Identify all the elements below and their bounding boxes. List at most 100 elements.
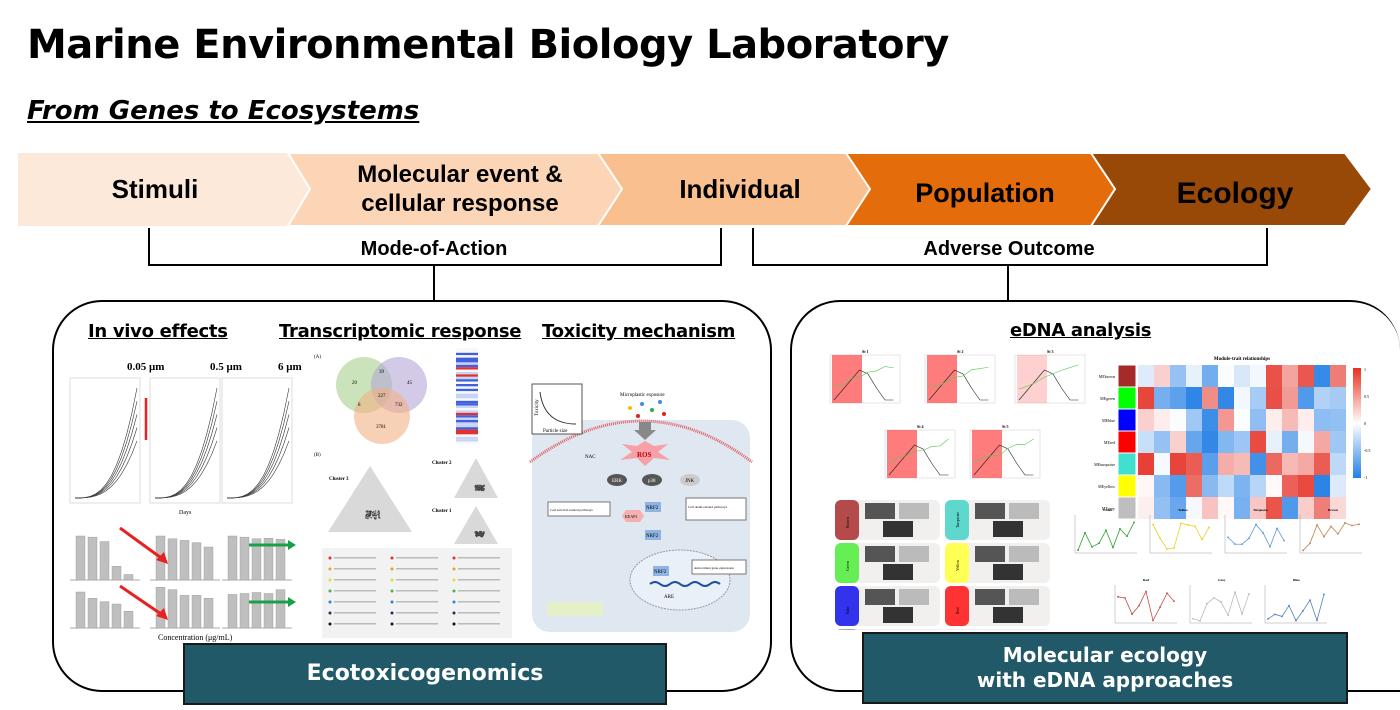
species-photo	[1009, 503, 1039, 519]
module-chart-point	[1302, 549, 1304, 552]
module-chart-point	[1098, 542, 1100, 545]
inset-x-label: Particle size	[543, 429, 568, 434]
scatter-point	[478, 530, 481, 533]
module-chart-title: Green	[1103, 508, 1112, 512]
site-line	[973, 438, 1034, 464]
gene-heatmap-cell	[456, 422, 478, 425]
site-chart-title: St 3	[1047, 349, 1054, 354]
legend-dot	[452, 556, 456, 560]
site-chart-title: St 5	[1002, 424, 1009, 429]
legend-text-line	[334, 590, 376, 592]
dna-strand	[649, 581, 721, 587]
heatmap-cell	[1298, 365, 1314, 387]
module-color	[1117, 386, 1137, 410]
legend-text-line	[334, 579, 376, 581]
nrf2-node	[645, 502, 661, 512]
module-chart-point	[1323, 535, 1325, 538]
bar	[123, 574, 134, 581]
venn-value: 732	[395, 403, 403, 408]
bar	[227, 594, 238, 629]
venn-value: 3781	[376, 425, 387, 430]
heatmap-cell	[1234, 409, 1250, 431]
ternary-plot	[454, 458, 498, 498]
bar	[275, 589, 286, 629]
module-chart-point	[1117, 595, 1119, 598]
module-chart-point	[1159, 606, 1161, 609]
gene-heatmap-cell	[456, 400, 478, 404]
heatmap-cell	[1234, 497, 1250, 519]
site-line	[1018, 364, 1079, 390]
bar	[275, 539, 286, 581]
erk-label: ERK	[612, 479, 622, 484]
page-subtitle: From Genes to Ecosystems	[27, 96, 420, 126]
module-chart-point	[1201, 538, 1203, 541]
bar	[239, 536, 250, 581]
site-chart-title: St 2	[957, 349, 964, 354]
antioxidant-label: Antioxidant gene expression	[694, 566, 734, 570]
scatter-point	[474, 486, 477, 488]
scatter-point	[378, 515, 380, 517]
species-photo	[899, 589, 929, 605]
bar	[123, 611, 134, 629]
scatter-point	[478, 534, 480, 537]
heatmap-cell	[1266, 431, 1282, 453]
scatter-point	[474, 531, 477, 534]
heatmap-cell	[1250, 387, 1266, 409]
heatmap-cell	[1266, 409, 1282, 431]
module-chart-title: Brown	[1328, 508, 1338, 512]
legend-dot	[328, 567, 332, 571]
module-chart-axis	[1114, 585, 1177, 624]
species-photo	[993, 521, 1023, 537]
module-chart-point	[1208, 526, 1210, 529]
module-chart-point	[1248, 537, 1250, 540]
module-chart-point	[1213, 596, 1215, 599]
heatmap-cell	[1170, 365, 1186, 387]
module-chart-point	[1288, 604, 1290, 607]
species-photo	[975, 503, 1005, 519]
gene-heatmap-cell	[456, 388, 478, 392]
nrf2-label: NRF2	[654, 570, 667, 575]
legend-text-line	[334, 612, 376, 614]
heatmap-cell	[1298, 497, 1314, 519]
stage-molecular: Molecular event & cellular response	[320, 153, 600, 226]
gene-heatmap-cell	[456, 360, 478, 363]
gene-heatmap-cell	[456, 429, 478, 432]
scatter-point	[476, 486, 478, 488]
scatter-point	[480, 532, 482, 535]
scatter-point	[367, 511, 369, 513]
heatmap-cell	[1218, 387, 1234, 409]
heatmap-cell	[1202, 387, 1218, 409]
decrease-arrow	[119, 526, 165, 562]
season-shading	[1017, 355, 1047, 403]
scatter-point	[482, 485, 485, 488]
gene-heatmap-cell	[456, 403, 478, 406]
scatter-point	[366, 517, 368, 519]
bar	[203, 546, 214, 581]
venn-value: 8	[358, 403, 361, 408]
heatmap-cell	[1154, 497, 1170, 519]
growth-line	[226, 440, 290, 499]
module-chart-point	[1180, 522, 1182, 525]
heatmap-cell	[1282, 475, 1298, 497]
scatter-point	[479, 484, 481, 487]
size-label: 6 μm	[278, 361, 302, 373]
heatmap-cell	[1266, 387, 1282, 409]
gene-heatmap-cell	[456, 367, 478, 370]
scatter-point	[373, 516, 376, 519]
scale-tick: -1	[1364, 475, 1367, 480]
heatmap-cell	[1154, 453, 1170, 475]
heatmap-cell	[1186, 387, 1202, 409]
legend-dot	[390, 556, 394, 560]
heatmap-cell	[1298, 431, 1314, 453]
species-photo	[865, 546, 895, 562]
gene-heatmap-cell	[456, 398, 478, 401]
in-vivo-figure: 0.05 μm 0.5 μm 6 μm Days Concentration (…	[69, 361, 302, 642]
legend-dot	[452, 622, 456, 626]
species-photo	[1009, 589, 1039, 605]
exposure-label: Microplastic exposure	[620, 393, 665, 398]
module-chart-point	[1330, 525, 1332, 528]
keap1-label: KEAP1	[625, 514, 637, 519]
module-chart-point	[1269, 545, 1271, 548]
ternary-plot	[328, 466, 412, 532]
